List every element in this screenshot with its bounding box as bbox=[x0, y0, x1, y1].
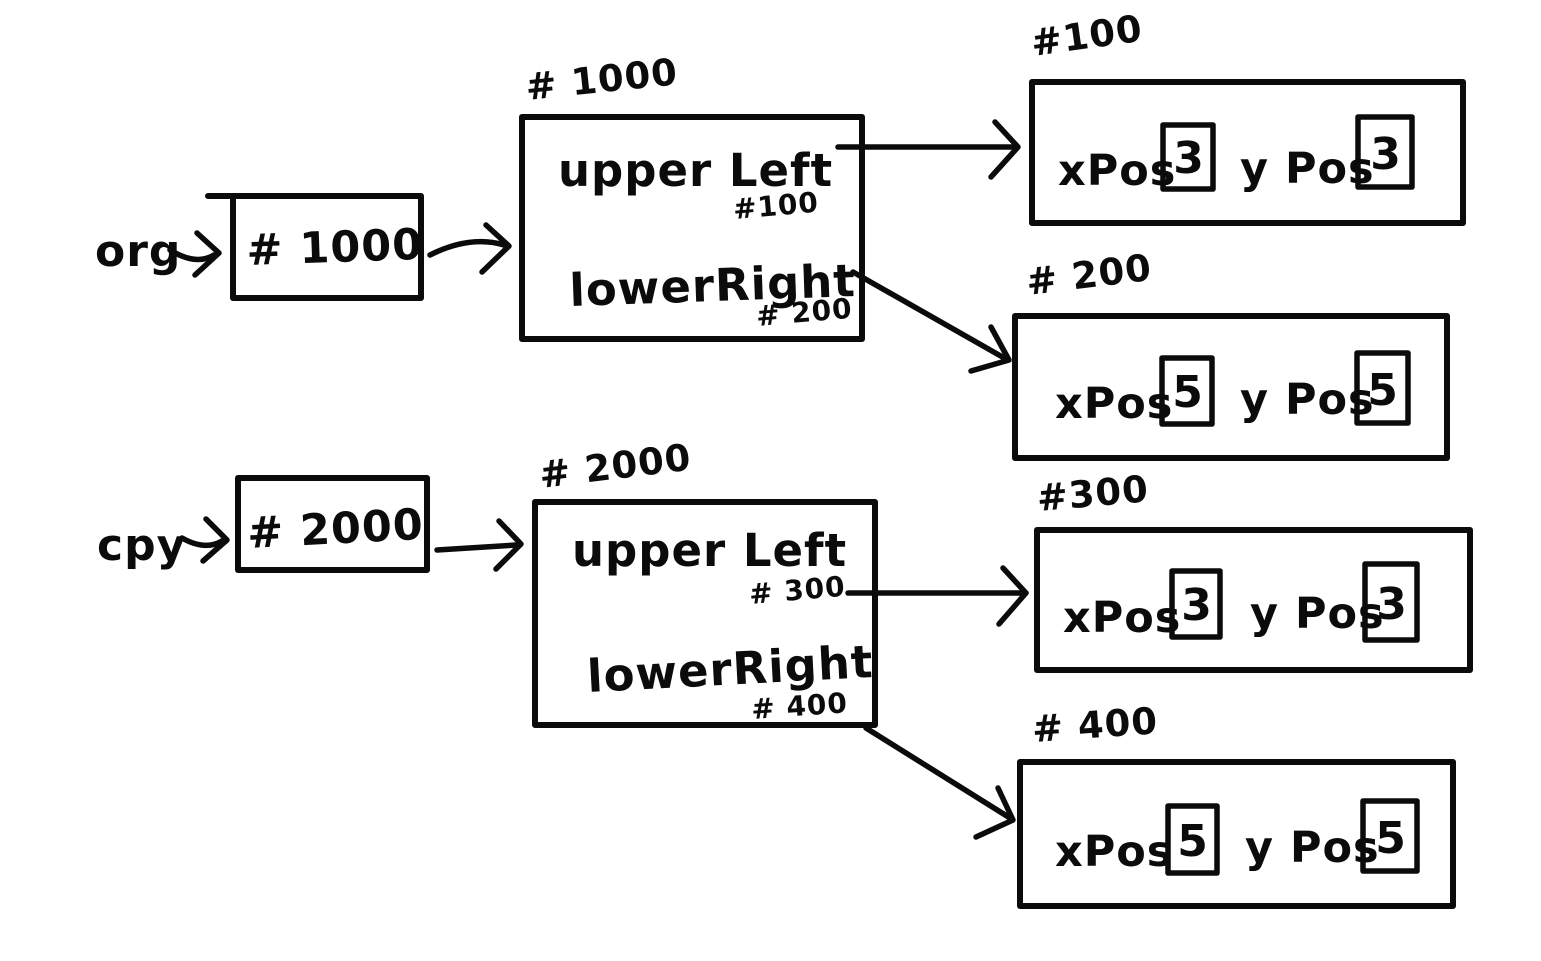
point-200-address-label: # 200 bbox=[1024, 246, 1154, 304]
org-lowerright-field-label: lowerRight bbox=[569, 254, 857, 317]
point-300-ypos-label: y Pos bbox=[1250, 589, 1385, 639]
cpy-pointer-cell-border bbox=[235, 475, 430, 573]
point-300-xpos-value-box bbox=[1169, 568, 1223, 640]
org-to-object-arrow-shaft bbox=[427, 238, 507, 258]
org-object-box: # 1000 upper Left #100 lowerRight # 200 bbox=[519, 50, 865, 342]
point-box-400: # 400 xPos 5 y Pos 5 bbox=[1017, 699, 1456, 909]
org-pointer-value: # 1000 bbox=[246, 220, 424, 276]
point-200-ypos-value: 5 bbox=[1367, 365, 1399, 416]
cpy-variable-label: cpy bbox=[97, 520, 186, 571]
cpy-arrow-shaft bbox=[179, 535, 225, 549]
point-400-border bbox=[1017, 759, 1456, 909]
org-object-address-label: # 1000 bbox=[523, 50, 680, 109]
point-400-xpos-value: 5 bbox=[1177, 816, 1209, 867]
cpy-pointer-value: # 2000 bbox=[246, 500, 425, 559]
org-row: org # 1000 # 1000 upper Left #100 lowerR… bbox=[95, 7, 1466, 461]
cpy-to-object-arrow-shaft bbox=[434, 542, 519, 553]
point-300-xpos-label: xPos bbox=[1063, 593, 1181, 643]
point-300-address-label: #300 bbox=[1035, 467, 1151, 520]
point-box-200: # 200 xPos 5 y Pos 5 bbox=[1012, 246, 1450, 461]
point-200-ypos-label: y Pos bbox=[1240, 375, 1375, 425]
lowerright-200-arrow-head-icon bbox=[968, 324, 1012, 374]
point-100-address-label: #100 bbox=[1028, 7, 1145, 65]
cpy-arrow-head-icon bbox=[200, 516, 230, 564]
point-200-xpos-value-box bbox=[1159, 355, 1215, 427]
point-400-xpos-value-box bbox=[1165, 803, 1220, 876]
point-100-border bbox=[1029, 79, 1466, 226]
lowerright-200-arrow-shaft bbox=[850, 269, 1009, 362]
point-300-ypos-value: 3 bbox=[1376, 579, 1408, 630]
org-upperleft-field-label: upper Left bbox=[558, 144, 833, 197]
org-arrow-shaft bbox=[167, 247, 217, 263]
cpy-to-object-arrow-head-icon bbox=[493, 518, 524, 572]
point-300-xpos-value: 3 bbox=[1181, 580, 1213, 631]
point-400-ypos-value-box bbox=[1360, 798, 1420, 874]
upperleft-100-arrow-head-icon bbox=[988, 119, 1021, 180]
point-100-ypos-value-box bbox=[1355, 114, 1415, 190]
org-lowerright-field-value: # 200 bbox=[755, 292, 854, 333]
cpy-object-address-label: # 2000 bbox=[537, 436, 694, 497]
point-400-ypos-value: 5 bbox=[1375, 813, 1407, 864]
point-200-xpos-label: xPos bbox=[1055, 379, 1173, 429]
cpy-upperleft-field-label: upper Left bbox=[572, 524, 847, 577]
point-400-ypos-label: y Pos bbox=[1245, 823, 1380, 873]
cpy-row: cpy # 2000 # 2000 upper Left # 300 lower… bbox=[97, 436, 1473, 909]
cpy-object-box: # 2000 upper Left # 300 lowerRight # 400 bbox=[532, 436, 878, 728]
point-400-address-label: # 400 bbox=[1031, 699, 1160, 751]
cpy-upperleft-field-value: # 300 bbox=[748, 570, 847, 611]
point-100-xpos-value-box bbox=[1160, 122, 1216, 192]
point-300-ypos-value-box bbox=[1362, 561, 1420, 643]
point-200-xpos-value: 5 bbox=[1172, 367, 1204, 418]
point-box-100: #100 xPos 3 y Pos 3 bbox=[1028, 7, 1466, 226]
org-arrow-head-icon bbox=[192, 230, 222, 278]
upperleft-300-arrow-head-icon bbox=[996, 565, 1029, 627]
point-100-xpos-label: xPos bbox=[1058, 146, 1176, 196]
lowerright-400-arrow-shaft bbox=[863, 725, 1013, 821]
org-upperleft-field-value: #100 bbox=[732, 186, 820, 226]
org-variable-label: org bbox=[95, 226, 181, 277]
cpy-lowerright-field-value: # 400 bbox=[750, 686, 849, 726]
point-100-ypos-label: y Pos bbox=[1240, 144, 1375, 194]
org-pointer-cell-border bbox=[205, 193, 424, 301]
point-200-ypos-value-box bbox=[1354, 350, 1411, 426]
org-pointer-cell: # 1000 bbox=[205, 193, 424, 301]
point-box-300: #300 xPos 3 y Pos 3 bbox=[1034, 467, 1473, 673]
point-100-ypos-value: 3 bbox=[1370, 129, 1402, 180]
org-object-border bbox=[519, 114, 865, 342]
point-300-border bbox=[1034, 527, 1473, 673]
point-400-xpos-label: xPos bbox=[1055, 827, 1173, 877]
point-100-xpos-value: 3 bbox=[1173, 133, 1205, 184]
cpy-object-border bbox=[532, 499, 878, 728]
lowerright-400-arrow-head-icon bbox=[973, 785, 1016, 840]
point-200-border bbox=[1012, 313, 1450, 461]
cpy-pointer-cell: # 2000 bbox=[235, 475, 430, 573]
org-to-object-arrow-head-icon bbox=[479, 222, 512, 275]
